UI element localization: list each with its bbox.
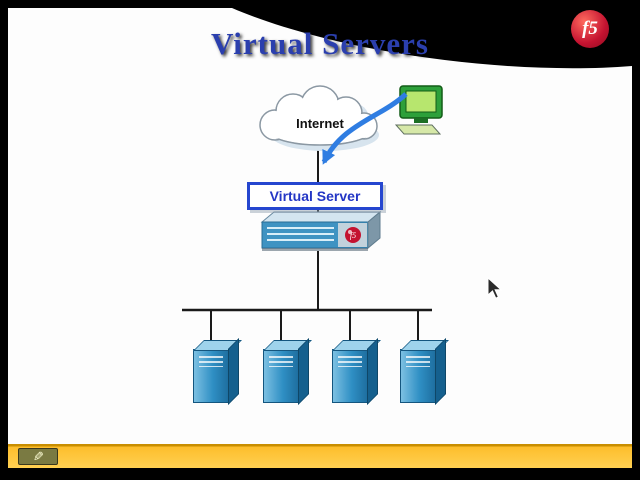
virtual-server-label: Virtual Server xyxy=(269,188,361,204)
bottom-accent-bar xyxy=(8,444,632,468)
server-vents xyxy=(269,356,293,367)
server-tower xyxy=(332,349,368,403)
server-row xyxy=(8,340,632,420)
server-tower xyxy=(400,349,436,403)
server-tower xyxy=(263,349,299,403)
appliance-f5-ball xyxy=(345,227,361,243)
f5-logo-text: f5 xyxy=(582,18,598,39)
top-swoosh-shape xyxy=(232,8,632,69)
client-computer-icon xyxy=(394,85,443,135)
slide-canvas[interactable]: Virtual Servers f5 xyxy=(8,8,632,468)
server-vents xyxy=(406,356,430,367)
slide-title: Virtual Servers xyxy=(211,26,429,61)
server-vents xyxy=(199,356,223,367)
annotation-pen-icon: ✎ xyxy=(32,449,44,464)
bigip-appliance: f5 xyxy=(260,210,382,251)
virtual-server-box: Virtual Server xyxy=(247,182,383,210)
server-vents xyxy=(338,356,362,367)
server-tower xyxy=(193,349,229,403)
internet-label: Internet xyxy=(296,116,344,131)
appliance-f5-text: f5 xyxy=(350,231,356,240)
annotation-pen-button[interactable]: ✎ xyxy=(18,448,58,465)
f5-logo: f5 xyxy=(571,10,609,48)
